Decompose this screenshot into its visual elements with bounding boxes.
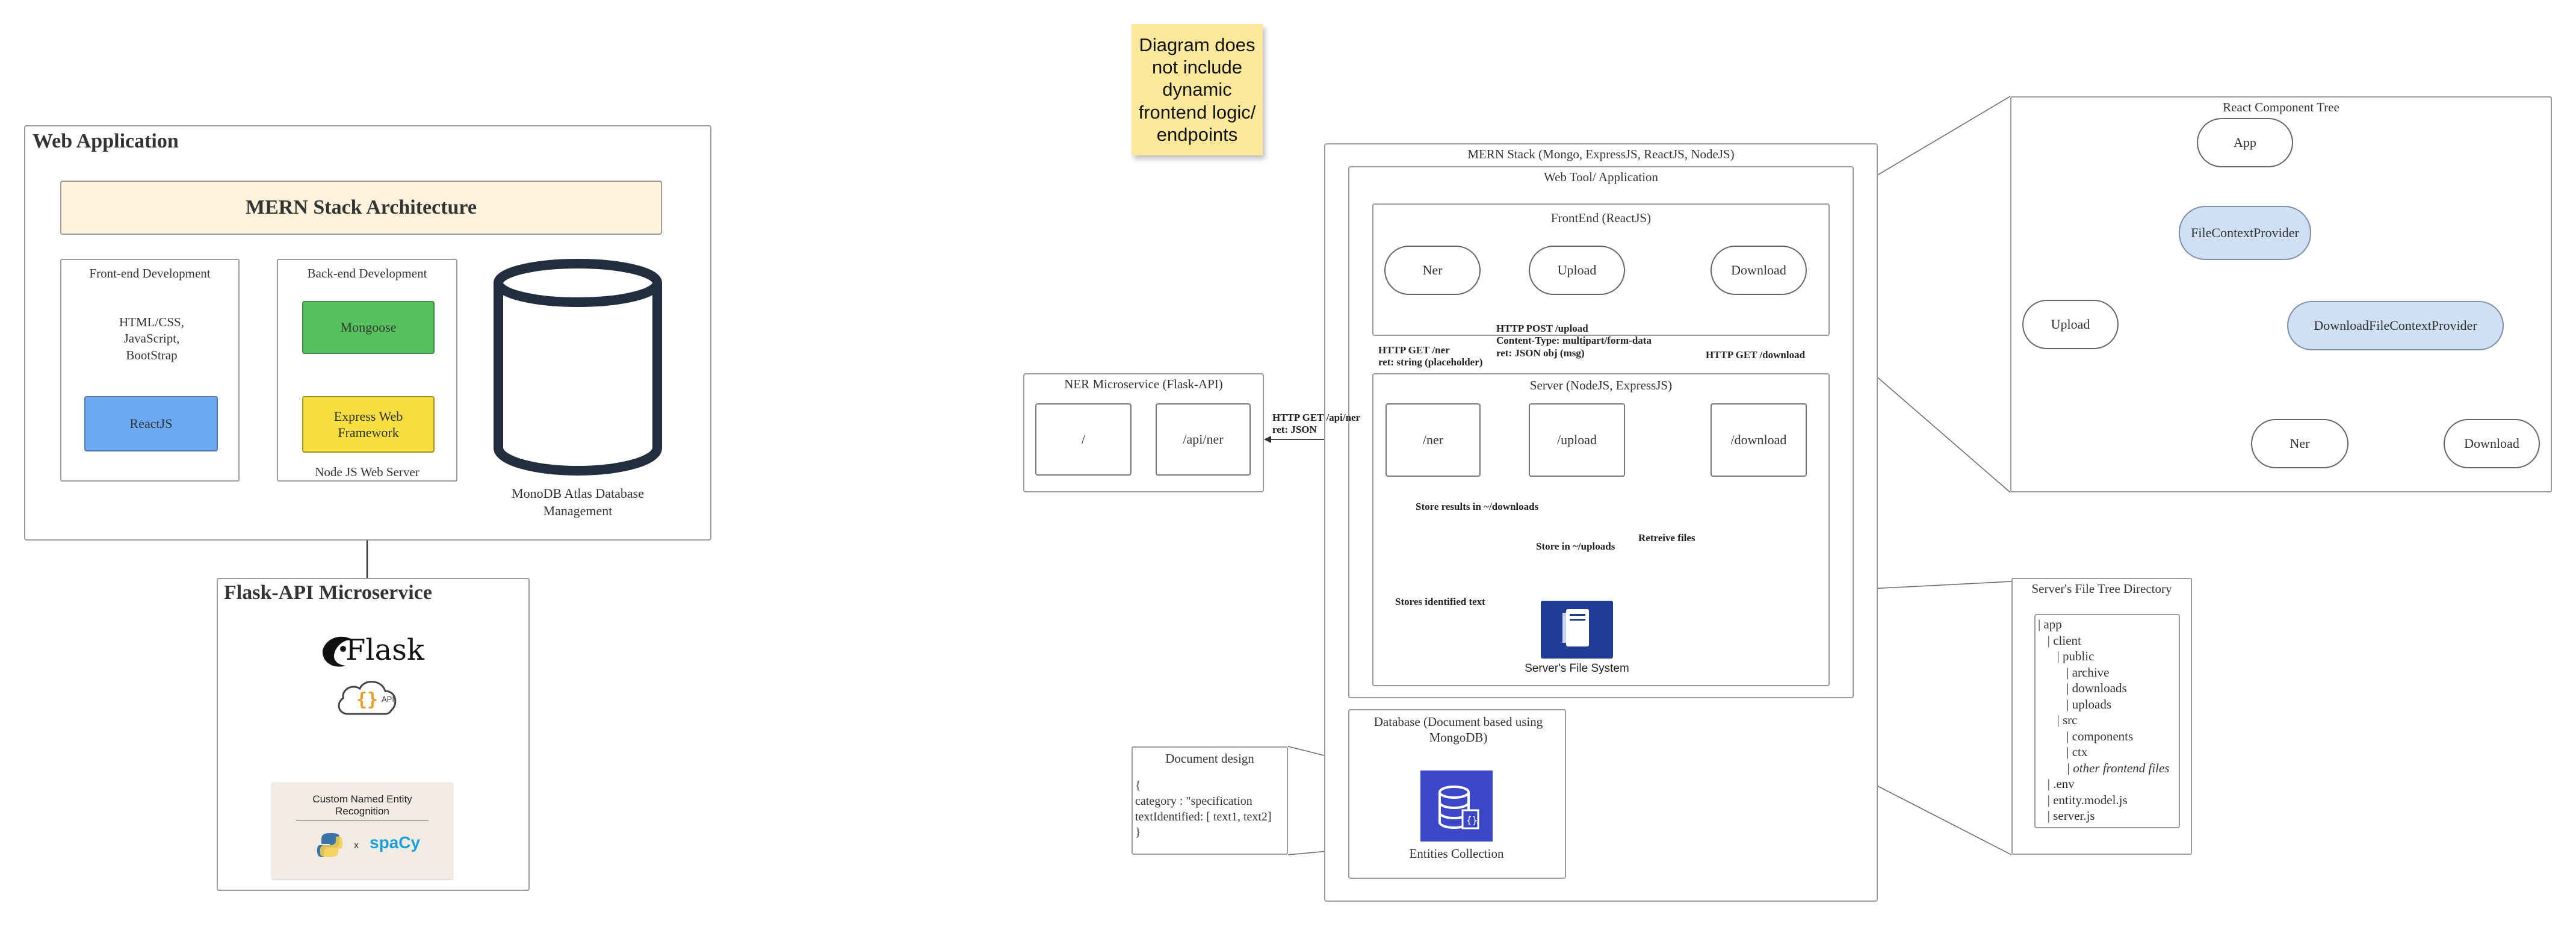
- database-cylinder-icon: [494, 259, 662, 476]
- mern-stack-title: MERN Stack (Mongo, ExpressJS, ReactJS, N…: [1467, 147, 1735, 161]
- spacy-logo-text: spaCy: [370, 833, 421, 852]
- sticky-note: Diagram does not include dynamic fronten…: [1132, 24, 1263, 155]
- file-tree-line: | uploads: [2038, 696, 2112, 712]
- frontend-reactjs-title: FrontEnd (ReactJS): [1550, 211, 1652, 225]
- file-tree-line: | downloads: [2038, 681, 2127, 695]
- mongoose-block: Mongoose: [302, 301, 435, 354]
- server-upload-route: /upload: [1529, 403, 1625, 477]
- file-tree-line: | archive: [2038, 665, 2110, 680]
- custom-ner-title: Custom Named Entity Recognition: [296, 793, 429, 821]
- tree-ner-node: Ner: [2251, 419, 2348, 468]
- file-tree-line: | public: [2038, 649, 2095, 663]
- mern-architecture-title: MERN Stack Architecture: [245, 196, 477, 219]
- flask-horn-icon: [322, 636, 351, 667]
- upload-component: Upload: [1529, 246, 1625, 295]
- web-tool-title: Web Tool/ Application: [1543, 170, 1659, 184]
- file-tree-line: | client: [2038, 633, 2081, 648]
- doc-line: category : "specification: [1135, 795, 1252, 808]
- document-design-title: Document design: [1165, 751, 1254, 766]
- api-cloud-icon: {} API: [335, 675, 401, 719]
- frontend-tech-list: HTML/CSS, JavaScript, BootStrap: [119, 315, 184, 362]
- express-label: Express Web Framework: [333, 408, 403, 441]
- ner-microservice-title: NER Microservice (Flask-API): [1064, 377, 1223, 391]
- mongodb-atlas-label: MonoDB Atlas Database Management: [512, 486, 644, 518]
- flask-logo: Flask: [319, 632, 424, 669]
- edge-label-get-download: HTTP GET /download: [1706, 349, 1806, 361]
- tree-upload-node: Upload: [2022, 300, 2119, 349]
- server-download-route: /download: [1711, 403, 1807, 477]
- svg-text:{}: {}: [1466, 814, 1478, 826]
- node-web-server-label: Node JS Web Server: [315, 465, 420, 479]
- react-tree-title: React Component Tree: [2223, 100, 2339, 114]
- document-design-box: Document design { category : "specificat…: [1132, 746, 1288, 855]
- sticky-note-text: Diagram does not include dynamic fronten…: [1138, 34, 1256, 145]
- entities-collection-icon: {}: [1420, 770, 1493, 842]
- custom-ner-card: Custom Named Entity Recognition x spaCy: [272, 783, 453, 879]
- edge-label-stores-text: Stores identified text: [1395, 596, 1485, 607]
- tree-app-node: App: [2197, 118, 2293, 167]
- tree-file-context-provider: FileContextProvider: [2179, 206, 2311, 260]
- file-tree-line: | entity.model.js: [2038, 792, 2128, 807]
- database-title: Database (Document based using MongoDB): [1373, 715, 1543, 745]
- file-system-label: Server's File System: [1525, 662, 1629, 675]
- file-tree-line: | .env: [2038, 777, 2075, 791]
- svg-text:{}: {}: [356, 689, 378, 710]
- mern-architecture-banner: MERN Stack Architecture: [60, 181, 662, 235]
- x-symbol: x: [354, 840, 359, 851]
- express-block: Express Web Framework: [302, 396, 435, 453]
- edge-label-retrieve: Retreive files: [1638, 532, 1695, 544]
- backend-dev-title: Back-end Development: [307, 266, 427, 281]
- api-label: API: [382, 695, 394, 704]
- edge-label-store-uploads: Store in ~/uploads: [1536, 541, 1615, 552]
- edge-label-api-ner: HTTP GET /api/ner ret: JSON: [1272, 412, 1361, 436]
- server-icon: [1562, 609, 1589, 646]
- ner-micro-api-endpoint: /api/ner: [1156, 403, 1251, 476]
- file-tree-line: | other frontend files: [2038, 760, 2170, 775]
- file-tree-title: Server's File Tree Directory: [2031, 581, 2172, 596]
- edge-label-store-results: Store results in ~/downloads: [1416, 501, 1539, 512]
- doc-line: {: [1135, 779, 1141, 792]
- server-title: Server (NodeJS, ExpressJS): [1529, 378, 1673, 392]
- file-system-icon: [1541, 601, 1613, 659]
- flask-microservice-title: Flask-API Microservice: [224, 581, 432, 604]
- tree-download-node: Download: [2444, 419, 2540, 468]
- file-tree-inner-box: | app | client | public | archive | down…: [2034, 614, 2180, 828]
- reactjs-block: ReactJS: [84, 396, 218, 451]
- doc-line: textIdentified: [ text1, text2]: [1135, 810, 1272, 823]
- file-tree-line: | src: [2038, 713, 2078, 727]
- tree-download-file-context-provider: DownloadFileContextProvider: [2287, 301, 2504, 350]
- edge-label-get-ner: HTTP GET /ner ret: string (placeholder): [1378, 344, 1483, 368]
- download-component: Download: [1711, 246, 1807, 295]
- ner-micro-root-endpoint: /: [1035, 403, 1132, 476]
- frontend-dev-title: Front-end Development: [89, 266, 211, 281]
- file-tree-line: | ctx: [2038, 745, 2088, 759]
- web-application-title: Web Application: [33, 130, 179, 152]
- ner-component: Ner: [1384, 246, 1481, 295]
- document-design-body: { category : "specification textIdentifi…: [1135, 778, 1272, 840]
- server-ner-route: /ner: [1386, 403, 1481, 477]
- doc-line: }: [1135, 826, 1141, 839]
- file-tree-list: | app | client | public | archive | down…: [2038, 616, 2169, 824]
- cloud-icon: {}: [338, 681, 397, 715]
- file-tree-line: | server.js: [2038, 808, 2095, 823]
- file-tree-line: | app: [2038, 617, 2062, 631]
- entities-collection-label: Entities Collection: [1409, 846, 1504, 861]
- edge-label-post-upload: HTTP POST /upload Content-Type: multipar…: [1496, 323, 1652, 359]
- file-tree-line: | components: [2038, 728, 2134, 743]
- flask-logo-text: Flask: [345, 633, 424, 667]
- python-logo-icon: [317, 833, 343, 857]
- document-db-icon: {}: [1438, 786, 1479, 829]
